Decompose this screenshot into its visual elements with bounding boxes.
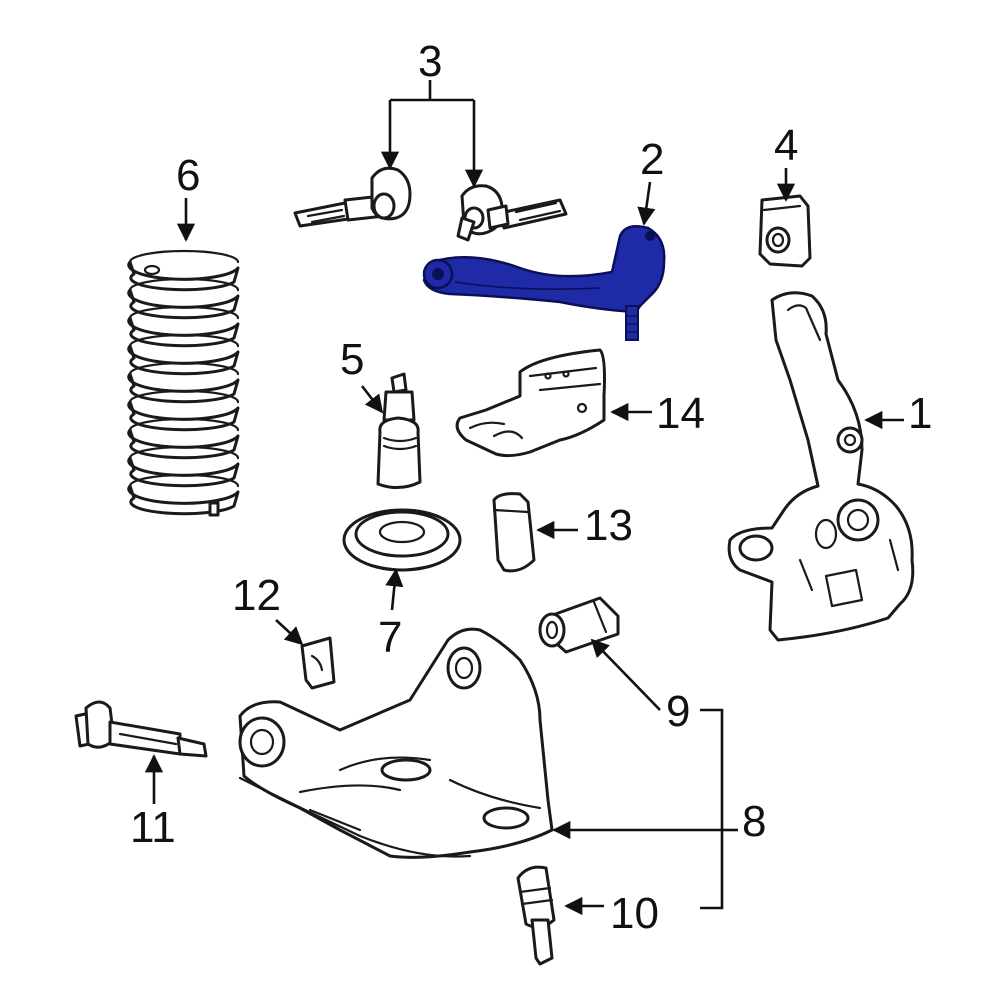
spring-end: [143, 264, 161, 276]
spring-coil-front: [127, 456, 240, 488]
spring-coil-back: [128, 445, 240, 460]
pivot-bolt[interactable]: [74, 700, 208, 758]
upper-control-arm[interactable]: [422, 225, 666, 341]
spring-coil-front: [127, 288, 240, 320]
callout-13[interactable]: 13: [584, 501, 633, 550]
callout-3[interactable]: 3: [418, 37, 442, 86]
spring-coil-back: [128, 305, 240, 320]
retainer-clip[interactable]: [300, 636, 336, 690]
spring-coil-back: [128, 361, 240, 376]
spring-bracket[interactable]: [455, 348, 606, 458]
control-arm-bushing[interactable]: [538, 596, 620, 654]
spring-coil-front: [127, 484, 240, 516]
callout-labels: 1 2 3 4 5 6 7 8 9 10 11 12 13 14: [130, 37, 932, 938]
spring-coil-front: [127, 372, 240, 404]
spring-coil-back: [128, 249, 240, 264]
ball-joint-lower[interactable]: [516, 865, 556, 966]
ball-joint-upper[interactable]: [376, 372, 422, 489]
spring-coil-front: [127, 400, 240, 432]
callout-4[interactable]: 4: [774, 121, 798, 170]
coil-spring[interactable]: [127, 249, 240, 517]
cam-bolt-right[interactable]: [456, 184, 568, 242]
bump-stop-bracket[interactable]: [758, 194, 812, 268]
spring-coil-front: [127, 260, 240, 292]
callout-11[interactable]: 11: [130, 803, 176, 852]
callout-9[interactable]: 9: [666, 687, 690, 736]
callout-8[interactable]: 8: [742, 797, 766, 846]
callout-7[interactable]: 7: [378, 613, 402, 662]
spring-coil-back: [128, 417, 240, 432]
rebound-bumper[interactable]: [492, 492, 536, 573]
callout-12[interactable]: 12: [232, 571, 281, 620]
callout-10[interactable]: 10: [610, 889, 659, 938]
spring-insulator[interactable]: [342, 508, 462, 572]
spring-coil-front: [127, 344, 240, 376]
spring-coil-back: [128, 389, 240, 404]
steering-knuckle[interactable]: [727, 291, 915, 642]
callout-2[interactable]: 2: [640, 135, 664, 184]
callout-1[interactable]: 1: [908, 389, 932, 438]
spring-coil-front: [127, 316, 240, 348]
lower-control-arm[interactable]: [238, 627, 554, 859]
spring-coil-back: [128, 333, 240, 348]
spring-coil-back: [128, 473, 240, 488]
callout-6[interactable]: 6: [176, 151, 200, 200]
spring-coil-back: [128, 277, 240, 292]
leader-lines: [144, 80, 904, 916]
callout-14[interactable]: 14: [656, 389, 705, 438]
callout-5[interactable]: 5: [340, 335, 364, 384]
cam-bolt-left[interactable]: [293, 166, 412, 228]
spring-coil-front: [127, 428, 240, 460]
